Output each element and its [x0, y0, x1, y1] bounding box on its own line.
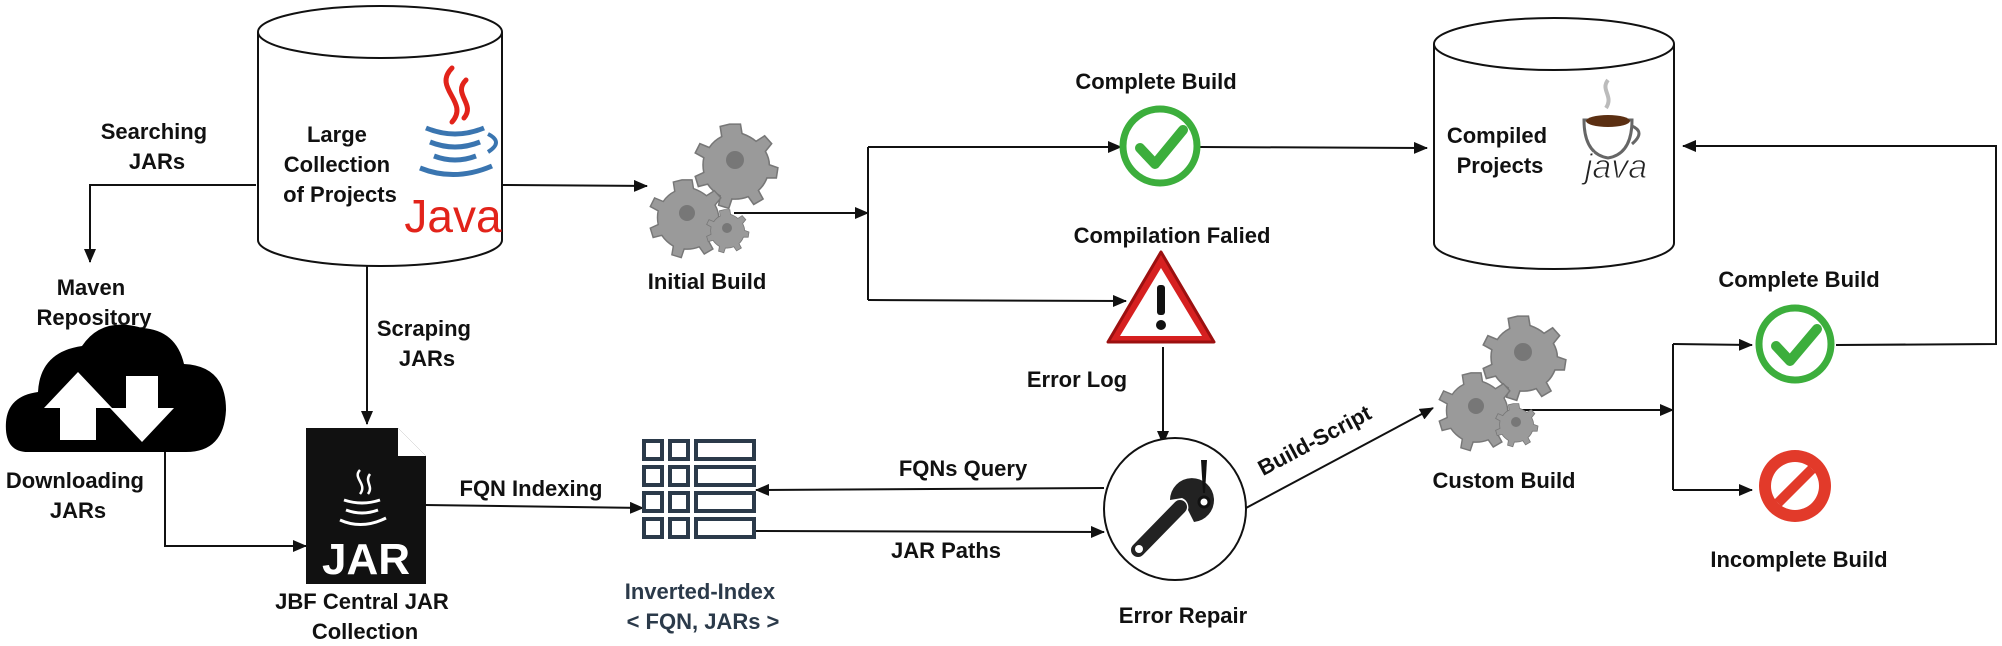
- java-cup-text: java: [1581, 148, 1647, 186]
- check-icon-right: [1755, 304, 1835, 384]
- fqn-indexing-label: FQN Indexing: [460, 476, 603, 501]
- arrow-collection-to-initial-build: [502, 179, 648, 192]
- jar-file-icon: JAR: [306, 428, 426, 584]
- java-logo-text: Java: [404, 190, 502, 242]
- connectors: [84, 140, 1997, 552]
- arrow-to-complete-right: [1672, 338, 1753, 351]
- arrow-split-to-failed: [867, 294, 1127, 307]
- complete-build-right-label: Complete Build: [1718, 267, 1879, 292]
- cloud-download-icon: [5, 324, 226, 452]
- gears-icon-custom: [1438, 315, 1567, 452]
- error-log-label: Error Log: [1027, 367, 1127, 392]
- arrow-repair-to-custom: [1245, 407, 1434, 509]
- compilation-failed-label: Compilation Falied: [1074, 223, 1271, 248]
- downloading-jars-label: Downloading JARs: [6, 468, 150, 523]
- forbidden-icon: [1759, 450, 1831, 522]
- fqns-query-label: FQNs Query: [899, 456, 1028, 481]
- scraping-jars-label: Scraping JARs: [377, 316, 477, 371]
- searching-jars-label: Searching JARs: [101, 119, 214, 174]
- arrow-complete-to-compiled: [1199, 141, 1428, 154]
- database-icon: [257, 32, 503, 267]
- large-collection-label: Large Collection of Projects: [283, 122, 397, 207]
- incomplete-build-label: Incomplete Build: [1710, 547, 1887, 572]
- build-script-label: Build-Script: [1254, 400, 1376, 481]
- arrow-collection-to-maven: [84, 184, 256, 263]
- jar-file-text: JAR: [322, 535, 410, 584]
- complete-build-top-label: Complete Build: [1075, 69, 1236, 94]
- large-collection-database: Large Collection of Projects Java: [257, 5, 503, 267]
- jbf-collection-label: JBF Central JAR Collection: [275, 589, 455, 644]
- warning-icon: [1106, 250, 1216, 344]
- inverted-index-label: Inverted-Index < FQN, JARs >: [625, 579, 782, 634]
- initial-build-label: Initial Build: [648, 269, 767, 294]
- custom-build-label: Custom Build: [1433, 468, 1576, 493]
- compiled-projects-database: Compiled Projects java: [1433, 17, 1675, 270]
- error-repair-node: [1103, 437, 1247, 581]
- maven-repository-label: Maven Repository: [37, 275, 153, 330]
- arrow-index-to-repair: [755, 525, 1105, 538]
- java-logo-icon: Java: [404, 65, 502, 242]
- java-cup-icon: java: [1580, 78, 1648, 187]
- error-repair-label: Error Repair: [1119, 603, 1248, 628]
- jar-paths-label: JAR Paths: [891, 538, 1001, 563]
- arrow-maven-to-jbf: [164, 452, 307, 552]
- check-icon: [1119, 105, 1201, 187]
- arrow-repair-to-index: [755, 483, 1105, 496]
- database-icon-compiled: [1433, 44, 1675, 270]
- table-index-icon: [642, 439, 756, 539]
- arrow-jbf-to-index: [424, 501, 644, 514]
- compiled-projects-label: Compiled Projects: [1447, 123, 1553, 178]
- gears-icon: [649, 123, 779, 259]
- arrow-complete-right-to-compiled: [1682, 140, 1997, 346]
